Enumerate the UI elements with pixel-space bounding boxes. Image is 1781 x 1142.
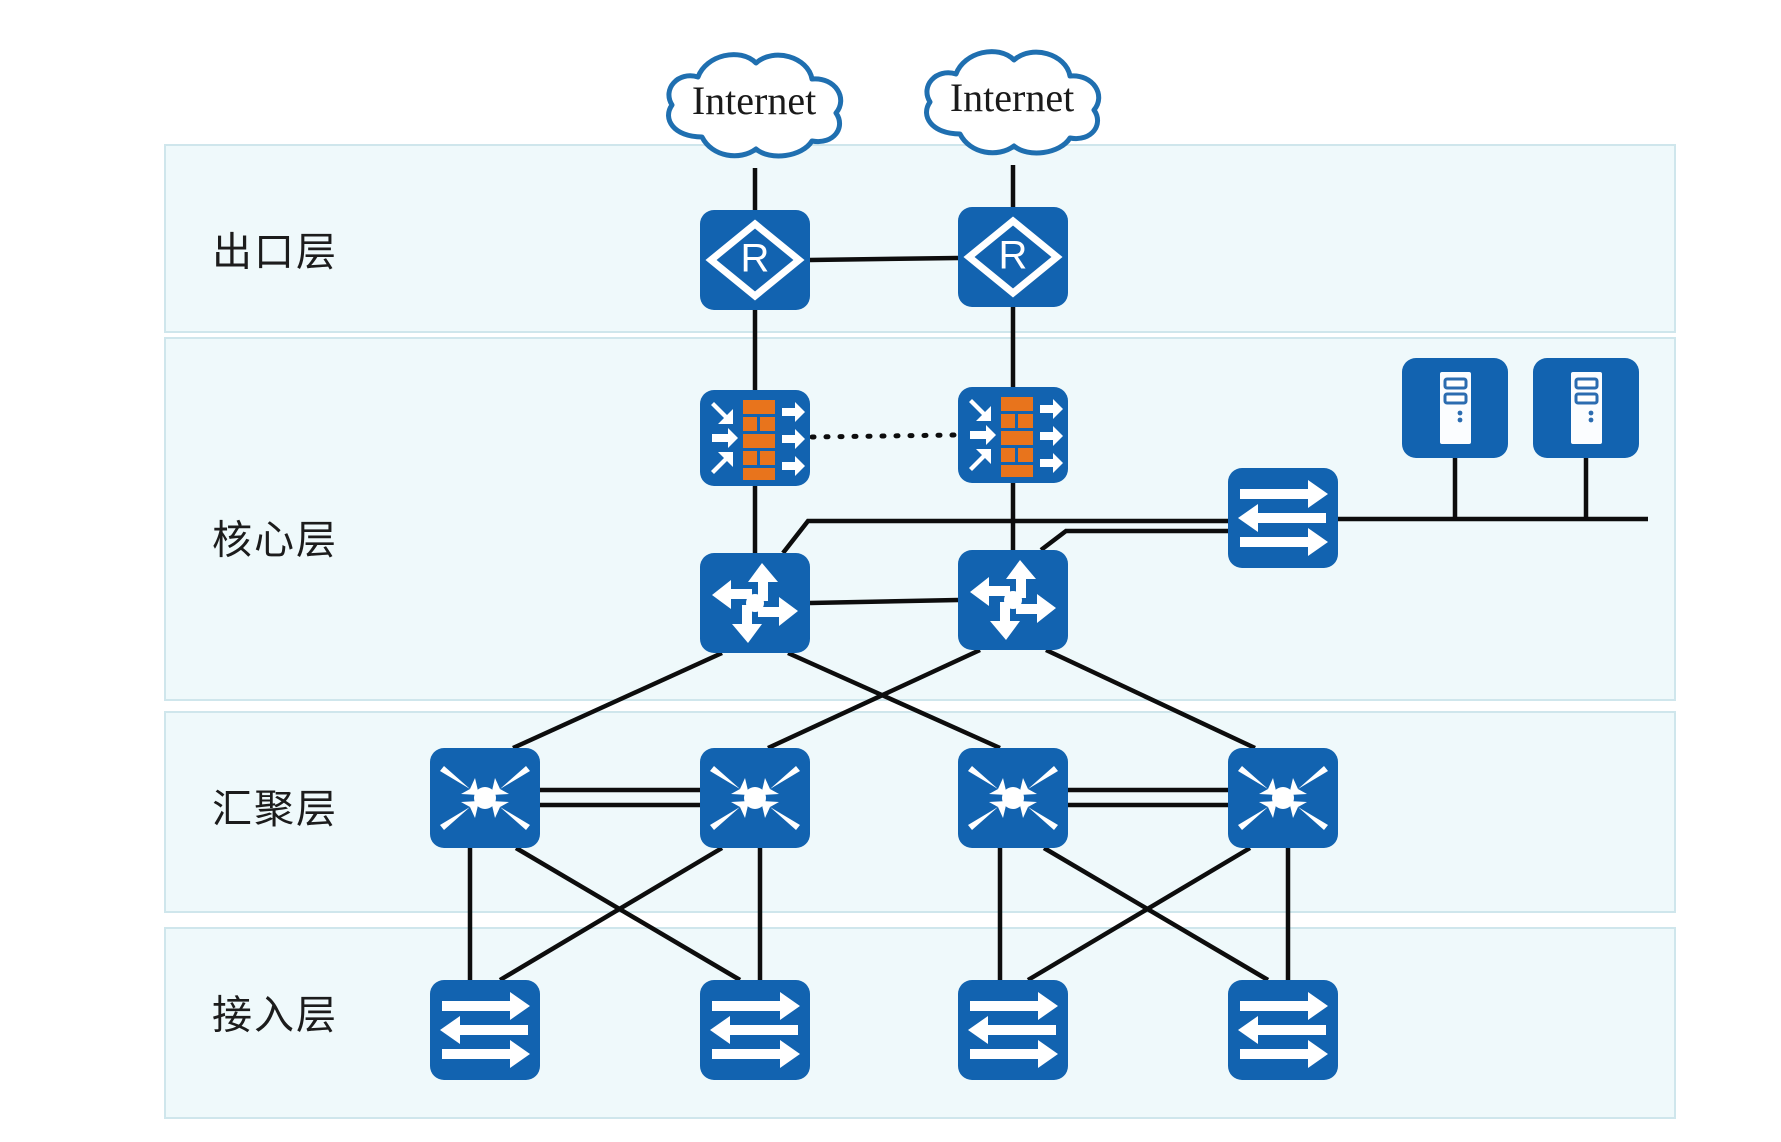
agg-switch-icon — [700, 748, 810, 848]
internet-clouds: Internet Internet — [669, 52, 1099, 156]
l2-switch-icon — [430, 980, 540, 1080]
layer-label-aggregation: 汇聚层 — [212, 788, 338, 832]
cloud-internet-1[interactable]: Internet — [669, 55, 841, 156]
router-icon — [958, 207, 1068, 307]
device-firewall-1[interactable] — [700, 390, 810, 486]
device-agg-switch-2[interactable] — [700, 748, 810, 848]
layer-band-egress — [164, 144, 1676, 333]
layer-band-access — [164, 927, 1676, 1119]
l2-switch-icon — [1228, 468, 1338, 568]
router-icon — [700, 210, 810, 310]
device-agg-switch-3[interactable] — [958, 748, 1068, 848]
firewall-icon — [958, 387, 1068, 483]
device-server-switch[interactable] — [1228, 468, 1338, 568]
layer-label-egress: 出口层 — [212, 231, 338, 275]
device-access-switch-4[interactable] — [1228, 980, 1338, 1080]
link-core1-agg1 — [512, 650, 723, 751]
device-agg-switch-4[interactable] — [1228, 748, 1338, 848]
agg-switch-icon — [1228, 748, 1338, 848]
link-router1-router2 — [809, 255, 959, 263]
agg-switch-icon — [430, 748, 540, 848]
device-core-switch-1[interactable] — [700, 553, 810, 653]
device-router-1[interactable] — [700, 210, 810, 310]
cloud-label: Internet — [950, 75, 1074, 120]
server-icon — [1400, 356, 1510, 460]
layer-label-core: 核心层 — [212, 519, 338, 563]
link-core1-serverswitch — [781, 518, 1228, 555]
device-core-switch-2[interactable] — [958, 550, 1068, 650]
device-access-switch-1[interactable] — [430, 980, 540, 1080]
link-core1-agg3 — [787, 650, 1001, 751]
link-core2-serverswitch — [1039, 528, 1228, 552]
layer-label-access: 接入层 — [212, 994, 338, 1038]
layer-band-aggregation — [164, 711, 1676, 913]
device-router-2[interactable] — [958, 207, 1068, 307]
link-core2-agg4 — [1045, 647, 1256, 751]
firewall-icon — [700, 390, 810, 486]
link-agg2-acc1 — [498, 846, 724, 982]
l3-switch-icon — [958, 550, 1068, 650]
l2-switch-icon — [700, 980, 810, 1080]
device-server-1[interactable] — [1400, 356, 1510, 460]
l3-switch-icon — [700, 553, 810, 653]
connection-links — [467, 165, 1648, 982]
l2-switch-icon — [1228, 980, 1338, 1080]
device-server-2[interactable] — [1531, 356, 1641, 460]
cloud-internet-2[interactable]: Internet — [927, 52, 1099, 153]
layer-bands — [164, 144, 1676, 1119]
cloud-label: Internet — [692, 78, 816, 123]
device-access-switch-3[interactable] — [958, 980, 1068, 1080]
link-core2-agg2 — [767, 647, 981, 751]
link-core1-core2 — [809, 597, 959, 606]
agg-switch-icon — [958, 748, 1068, 848]
device-agg-switch-1[interactable] — [430, 748, 540, 848]
l2-switch-icon — [958, 980, 1068, 1080]
link-agg1-acc2 — [514, 846, 742, 982]
device-access-switch-2[interactable] — [700, 980, 810, 1080]
server-icon — [1531, 356, 1641, 460]
link-agg4-acc3 — [1026, 846, 1252, 982]
link-firewall1-firewall2 — [809, 432, 959, 440]
link-agg3-acc4 — [1042, 846, 1270, 982]
device-firewall-2[interactable] — [958, 387, 1068, 483]
